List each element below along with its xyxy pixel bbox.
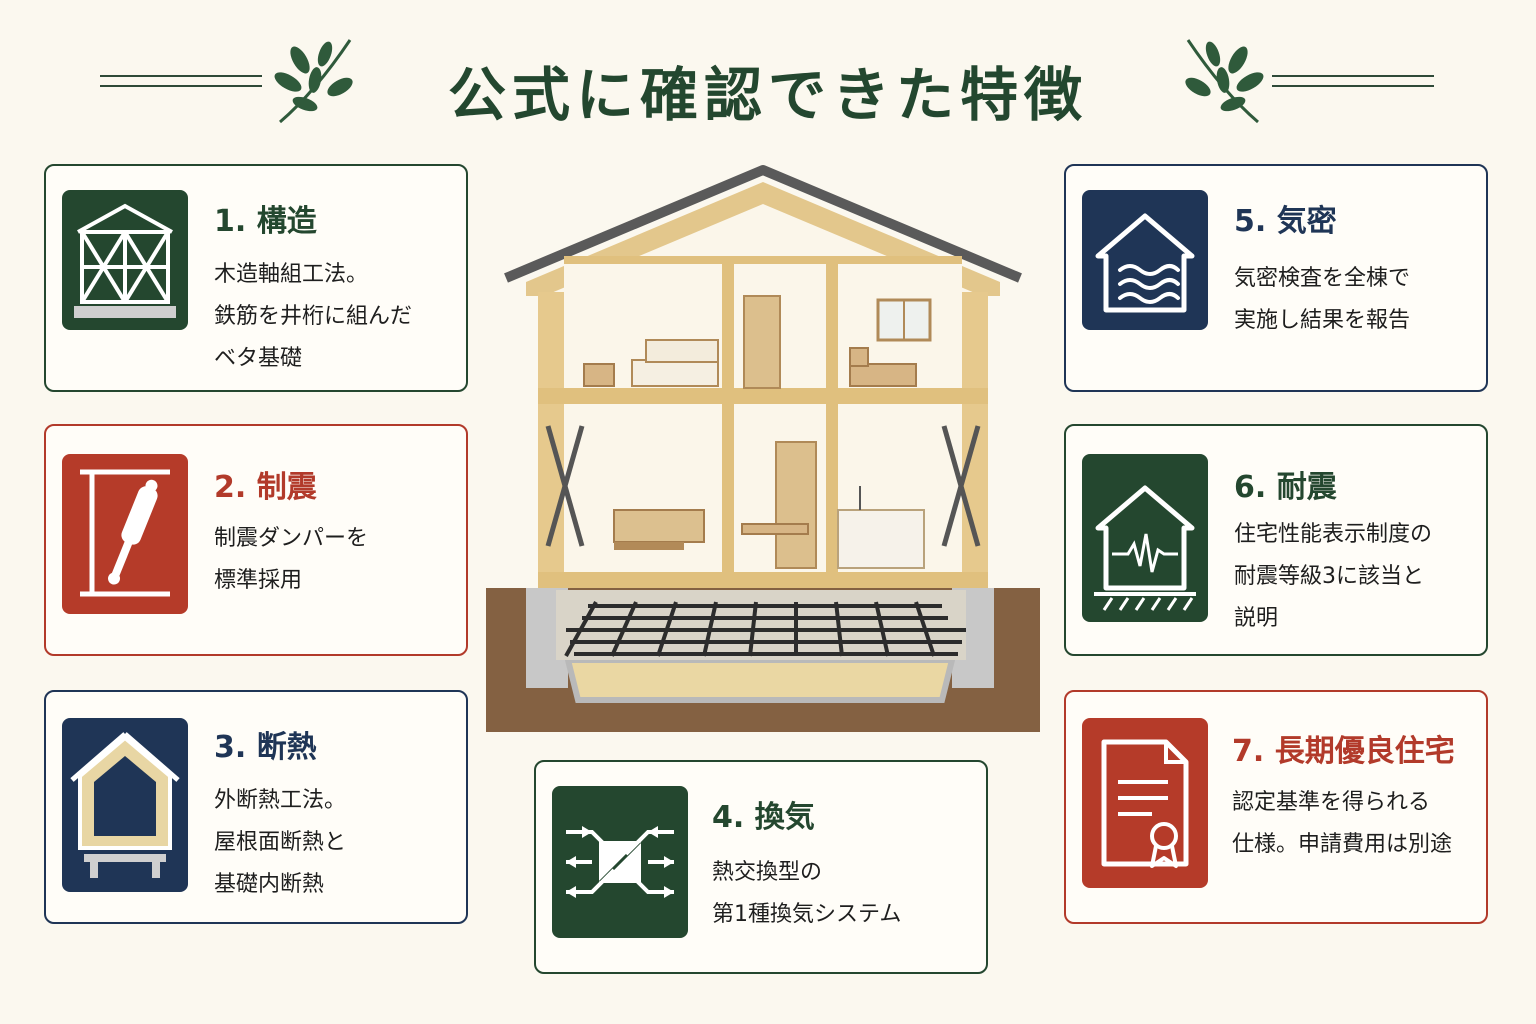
feature-description: 木造軸組工法。 鉄筋を井桁に組んだ ベタ基礎: [214, 254, 412, 380]
feature-icon-tile: [1082, 454, 1208, 622]
airtight-house-icon: [1095, 213, 1195, 313]
timber-frame-icon: [74, 203, 176, 318]
feature-line: 制震ダンパーを: [214, 526, 369, 551]
feature-card-airtightness: 5. 気密 気密検査を全棟で 実施し結果を報告: [1064, 164, 1488, 392]
title-rule-left-bottom: [100, 85, 262, 87]
feature-line: 住宅性能表示制度の: [1234, 522, 1433, 547]
feature-icon-tile: [62, 190, 188, 330]
feature-card-insulation: 3. 断熱 外断熱工法。 屋根面断熱と 基礎内断熱: [44, 690, 468, 924]
feature-line: 耐震等級3に該当と: [1234, 564, 1424, 589]
title-rule-left-top: [100, 75, 262, 77]
feature-line: 外断熱工法。: [214, 788, 347, 813]
feature-description: 制震ダンパーを 標準採用: [214, 518, 368, 602]
feature-card-structure: 1. 構造 木造軸組工法。 鉄筋を井桁に組んだ ベタ基礎: [44, 164, 468, 392]
feature-line: 鉄筋を井桁に組んだ: [214, 304, 413, 329]
feature-icon-tile: [552, 786, 688, 938]
insulated-house-icon: [70, 732, 180, 878]
feature-line: 気密検査を全棟で: [1234, 266, 1411, 291]
feature-description: 住宅性能表示制度の 耐震等級3に該当と 説明: [1234, 514, 1432, 640]
feature-line: 実施し結果を報告: [1234, 308, 1411, 333]
feature-title: 5. 気密: [1234, 204, 1337, 239]
damper-icon: [80, 469, 170, 597]
feature-title: 6. 耐震: [1234, 470, 1337, 505]
feature-title: 1. 構造: [214, 204, 317, 239]
feature-card-earthquake-resistance: 6. 耐震 住宅性能表示制度の 耐震等級3に該当と 説明: [1064, 424, 1488, 656]
house-cross-section-illustration: [486, 165, 1040, 732]
feature-card-vibration-control: 2. 制震 制震ダンパーを 標準採用: [44, 424, 468, 656]
heat-exchange-icon: [566, 826, 674, 898]
seismic-house-icon: [1094, 485, 1196, 611]
title-row: 公式に確認できた特徴: [0, 30, 1536, 140]
feature-title: 2. 制震: [214, 470, 317, 505]
feature-description: 外断熱工法。 屋根面断熱と 基礎内断熱: [214, 780, 346, 906]
feature-description: 熱交換型の 第1種換気システム: [712, 852, 901, 936]
feature-icon-tile: [62, 454, 188, 614]
feature-icon-tile: [1082, 190, 1208, 330]
feature-description: 認定基準を得られる 仕様。申請費用は別途: [1232, 782, 1452, 866]
feature-title: 4. 換気: [712, 800, 815, 835]
feature-line: 認定基準を得られる: [1232, 790, 1431, 815]
feature-line: 屋根面断熱と: [214, 830, 347, 855]
feature-line: 第1種換気システム: [712, 902, 902, 927]
feature-description: 気密検査を全棟で 実施し結果を報告: [1234, 258, 1410, 342]
feature-line: ベタ基礎: [214, 346, 303, 371]
feature-line: 熱交換型の: [712, 860, 823, 885]
title-rule-right-top: [1272, 75, 1434, 77]
feature-title: 3. 断熱: [214, 730, 317, 765]
title-rule-right-bottom: [1272, 85, 1434, 87]
page-title: 公式に確認できた特徴: [447, 61, 1088, 129]
laurel-left-icon: [274, 39, 353, 124]
laurel-right-icon: [1185, 39, 1264, 124]
certificate-icon: [1101, 739, 1189, 868]
feature-line: 基礎内断熱: [214, 872, 325, 897]
feature-title: 7. 長期優良住宅: [1232, 734, 1455, 769]
feature-line: 仕様。申請費用は別途: [1232, 832, 1453, 857]
rebar-grid-icon: [564, 601, 966, 657]
feature-icon-tile: [62, 718, 188, 892]
feature-line: 木造軸組工法。: [214, 262, 369, 287]
feature-card-ventilation: 4. 換気 熱交換型の 第1種換気システム: [534, 760, 988, 974]
feature-icon-tile: [1082, 718, 1208, 888]
feature-line: 標準採用: [214, 568, 303, 593]
feature-line: 説明: [1234, 606, 1279, 631]
feature-card-long-term-quality-housing: 7. 長期優良住宅 認定基準を得られる 仕様。申請費用は別途: [1064, 690, 1488, 924]
